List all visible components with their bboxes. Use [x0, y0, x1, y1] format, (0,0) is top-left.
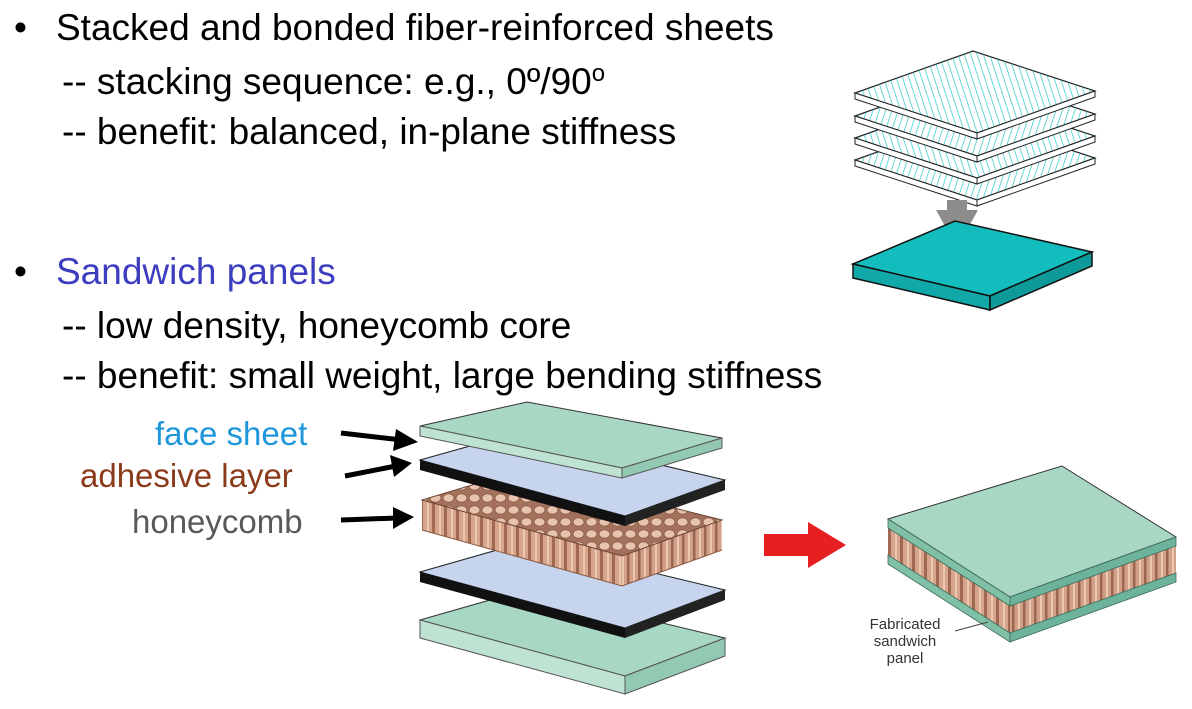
face-sheet-label: face sheet — [155, 415, 308, 452]
bottom-face-sheet — [418, 589, 727, 695]
stacking-sequence-ninety: /90 — [540, 61, 592, 102]
bullet-1: • — [14, 7, 27, 48]
low-density-line: -- low density, honeycomb core — [62, 305, 572, 346]
benefit-line-1: -- benefit: balanced, in-plane stiffness — [62, 111, 677, 152]
honeycomb-arrow-icon — [340, 507, 414, 529]
fiber-sheet-1 — [853, 50, 1097, 140]
adhesive-arrow-icon — [344, 455, 412, 479]
callout-line-3: panel — [887, 650, 924, 667]
label-arrows — [340, 429, 418, 529]
section1-title: Stacked and bonded fiber-reinforced shee… — [56, 7, 774, 48]
exploded-sandwich — [418, 401, 727, 695]
benefit-line-2: -- benefit: small weight, large bending … — [62, 355, 823, 396]
honeycomb-core — [420, 469, 724, 587]
degree-symbol-2: o — [591, 60, 606, 87]
face-sheet-arrow-icon — [340, 429, 418, 451]
red-arrow-icon — [764, 522, 846, 568]
degree-symbol-1: º — [526, 61, 541, 102]
adhesive-layer-label: adhesive layer — [80, 457, 293, 494]
bottom-adhesive-layer — [418, 541, 727, 638]
callout-line-1: Fabricated — [870, 616, 941, 633]
fiber-sheet-stack — [853, 50, 1097, 207]
fabricated-sandwich-panel: Fabricated sandwich panel — [870, 465, 1178, 667]
laminate-plate — [850, 220, 1095, 312]
callout-line-2: sandwich — [874, 633, 937, 650]
top-face-sheet — [419, 401, 723, 479]
honeycomb-label: honeycomb — [132, 503, 303, 540]
stacking-sequence-text: -- stacking sequence: e.g., 0 — [62, 61, 527, 102]
bullet-2: • — [14, 251, 27, 292]
section2-title: Sandwich panels — [56, 251, 336, 292]
top-adhesive-layer — [418, 431, 727, 526]
stacking-sequence-line: -- stacking sequence: e.g., 0º/90o — [62, 60, 605, 109]
